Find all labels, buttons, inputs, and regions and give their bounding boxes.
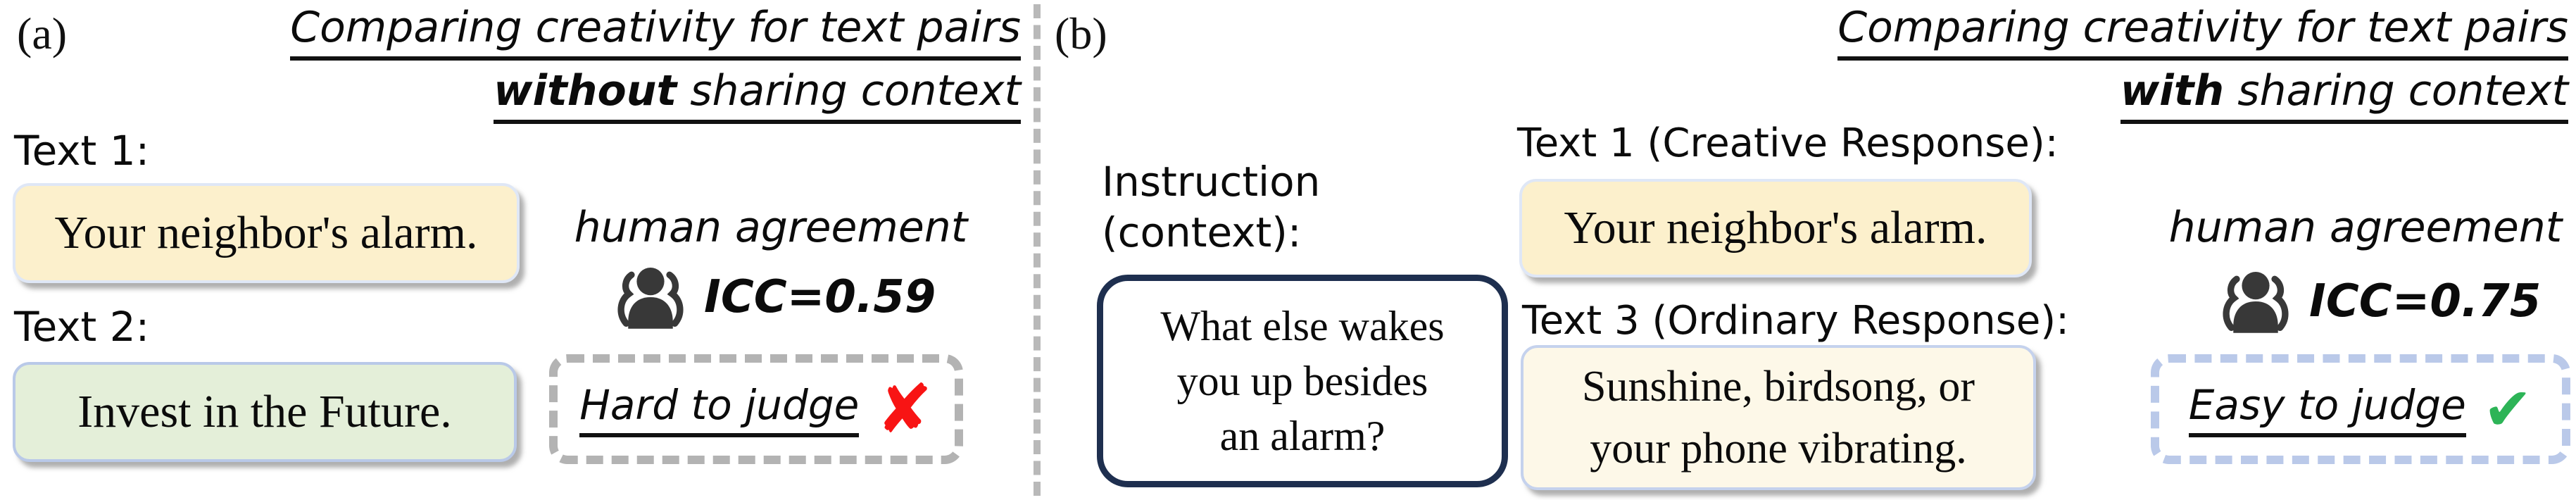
icc-row-a: ICC=0.59: [611, 262, 936, 332]
human-agreement-label-a: human agreement: [574, 203, 968, 252]
text2-value: Invest in the Future.: [77, 386, 452, 437]
text2-label: Text 2:: [14, 303, 150, 351]
panel-b-label: (b): [1055, 8, 1107, 58]
text1-creative-value: Your neighbor's alarm.: [1564, 202, 1987, 254]
instruction-line: you up besides: [1176, 358, 1428, 404]
icc-value-a: ICC=0.59: [704, 271, 936, 323]
icc-row-b: ICC=0.75: [2216, 266, 2541, 337]
people-icon: [2216, 266, 2295, 337]
instruction-line: What else wakes: [1160, 303, 1445, 349]
text3-line: Sunshine, birdsong, or: [1582, 363, 1975, 411]
people-icon: [611, 262, 690, 332]
cross-icon: ✘: [876, 370, 933, 449]
check-icon: ✔: [2482, 375, 2533, 444]
text1-box: Your neighbor's alarm.: [13, 183, 520, 283]
instruction-label: Instruction (context):: [1102, 158, 1321, 256]
panel-a-title-line1: Comparing creativity for text pairs: [290, 3, 1021, 61]
text3-line: your phone vibrating.: [1590, 425, 1967, 473]
text2-box: Invest in the Future.: [13, 362, 517, 462]
easy-to-judge-text: Easy to judge: [2188, 381, 2466, 437]
text1-creative-label: Text 1 (Creative Response):: [1517, 120, 2059, 166]
instruction-line: an alarm?: [1219, 413, 1386, 459]
panel-b-title-line1: Comparing creativity for text pairs: [1837, 3, 2568, 61]
icc-value-b: ICC=0.75: [2309, 275, 2542, 327]
panel-a-title-line2: without sharing context: [494, 66, 1021, 124]
panel-divider: [1033, 4, 1041, 496]
hard-to-judge-text: Hard to judge: [579, 381, 860, 437]
text3-ordinary-label: Text 3 (Ordinary Response):: [1522, 298, 2069, 344]
panel-b-title-line2: with sharing context: [2120, 66, 2568, 124]
hard-to-judge-box: Hard to judge ✘: [549, 354, 963, 464]
panel-b-title: Comparing creativity for text pairs with…: [1723, 3, 2568, 130]
text1-label: Text 1:: [14, 127, 150, 175]
text1-value: Your neighbor's alarm.: [54, 207, 478, 258]
instruction-box: What else wakes you up besides an alarm?: [1097, 275, 1508, 487]
panel-a-title: Comparing creativity for text pairs with…: [176, 3, 1021, 130]
text1-creative-box: Your neighbor's alarm.: [1519, 179, 2032, 277]
easy-to-judge-box: Easy to judge ✔: [2151, 354, 2570, 464]
human-agreement-label-b: human agreement: [2168, 203, 2563, 252]
panel-a-label: (a): [17, 8, 68, 58]
text3-ordinary-box: Sunshine, birdsong, or your phone vibrat…: [1521, 345, 2036, 490]
